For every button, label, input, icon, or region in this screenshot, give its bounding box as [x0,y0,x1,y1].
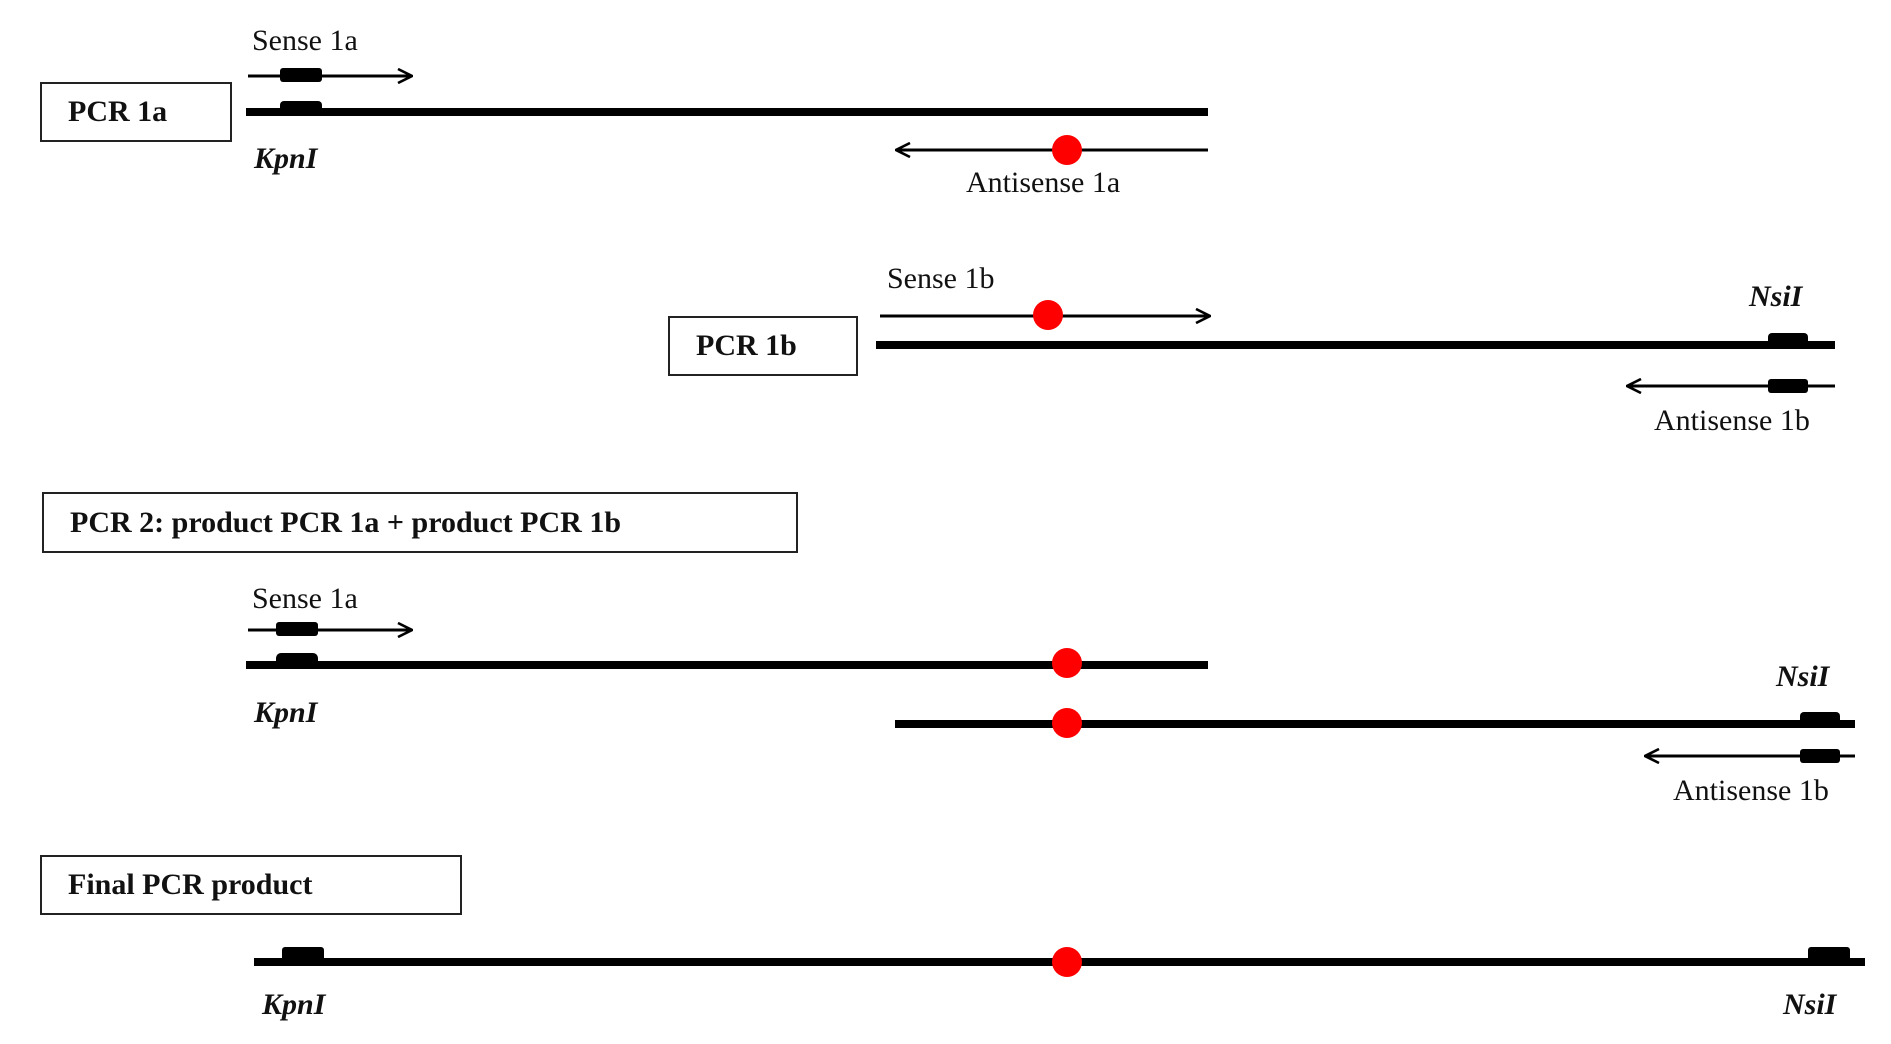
pcr2-step-box: PCR 2: product PCR 1a + product PCR 1b [42,492,798,553]
pcr1b-step-label: PCR 1b [696,329,797,362]
pcr1a-mutation-dot [1052,135,1082,165]
pcr1a-step-label: PCR 1a [68,95,168,128]
final-nsii-label: NsiI [1783,988,1837,1021]
final-step-box: Final PCR product [40,855,462,915]
final-nsii-block [1808,947,1850,962]
pcr2-strand-kpni-block [276,653,318,666]
pcr2-strand-nsii-block [1800,712,1840,725]
pcr1b-nsii-label: NsiI [1749,280,1803,313]
pcr1a-kpni-label: KpnI [254,142,318,175]
pcr2-mutation-dot-lower [1052,708,1082,738]
final-mutation-dot [1052,947,1082,977]
pcr1a-strand-kpni-block [280,101,322,113]
pcr1b-mutation-dot [1033,300,1063,330]
pcr2-antisense-primer-label: Antisense 1b [1673,774,1829,807]
pcr1b-sense-primer-label: Sense 1b [887,262,995,295]
pcr1a-antisense-primer-label: Antisense 1a [966,166,1121,199]
pcr2-sense-primer-label: Sense 1a [252,582,358,615]
pcr1b-step-box: PCR 1b [668,316,858,376]
pcr1a-step-box: PCR 1a [40,82,232,142]
pcr2-step-label: PCR 2: product PCR 1a + product PCR 1b [70,505,622,539]
final-kpni-label: KpnI [262,988,326,1021]
pcr2-mutation-dot-upper [1052,648,1082,678]
pcr1b-antisense-primer-label: Antisense 1b [1654,404,1810,437]
pcr2-kpni-label: KpnI [254,696,318,729]
pcr2-sense-kpni-block [276,622,318,636]
pcr2-nsii-label: NsiI [1776,660,1830,693]
pcr2-antisense-nsii-block [1800,749,1840,763]
pcr1a-sense-kpni-block [280,68,322,82]
pcr1b-strand-nsii-block [1768,333,1808,346]
pcr1b-antisense-nsii-block [1768,379,1808,393]
final-step-label: Final PCR product [68,868,313,901]
final-kpni-block [282,947,324,962]
pcr1a-sense-primer-label: Sense 1a [252,24,358,57]
